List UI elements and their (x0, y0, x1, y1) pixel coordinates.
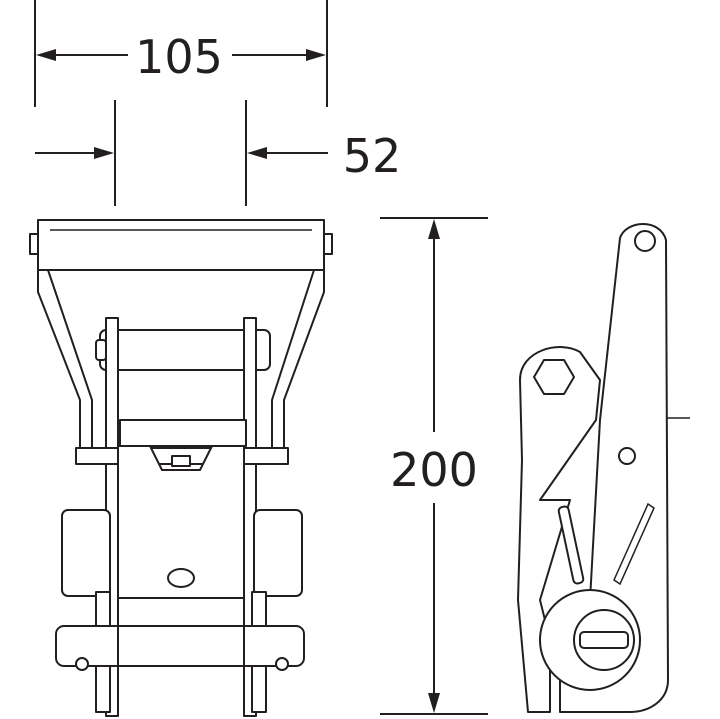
pawl-slot (557, 505, 585, 585)
dimension-label-105: 105 (135, 30, 223, 84)
dimension-label-52: 52 (343, 129, 402, 183)
handle-pin-left (29, 233, 39, 255)
spool-upper-end (95, 339, 107, 361)
base-block-right (253, 509, 303, 597)
handle-lever (559, 223, 669, 713)
cross-bar (119, 419, 247, 447)
body-hole (167, 568, 195, 588)
cotter-pin-right (275, 657, 289, 671)
dimension-height: 200 (380, 217, 488, 715)
arrowhead-bottom (428, 693, 440, 713)
base-frame (517, 346, 601, 713)
arrowhead-right (306, 49, 326, 61)
handle-top-bar (37, 219, 325, 271)
release-body (117, 445, 245, 599)
spindle-slot (579, 631, 629, 649)
ratchet-front-view (29, 219, 333, 717)
cotter-pin-left (75, 657, 89, 671)
lever-mid-hole (618, 447, 636, 465)
dimension-label-200: 200 (390, 443, 478, 497)
dimension-inner-width: 52 (35, 100, 401, 206)
arrowhead-top (428, 219, 440, 239)
lever-pivot-hole (634, 230, 656, 252)
handle-pin-right (323, 233, 333, 255)
arrowhead-left (36, 49, 56, 61)
release-tab (171, 455, 191, 467)
dimension-overall-width: 105 (34, 0, 328, 107)
spool-lower-center (117, 625, 245, 667)
hex-bolt (533, 359, 575, 395)
ratchet-side-view (517, 223, 690, 713)
arrowhead-inner-left (94, 147, 114, 159)
handle-arm-left (37, 269, 93, 461)
arrowhead-inner-right (247, 147, 267, 159)
handle-arm-right (271, 269, 325, 461)
base-block-left (61, 509, 111, 597)
pawl-spring-slot (613, 502, 655, 586)
